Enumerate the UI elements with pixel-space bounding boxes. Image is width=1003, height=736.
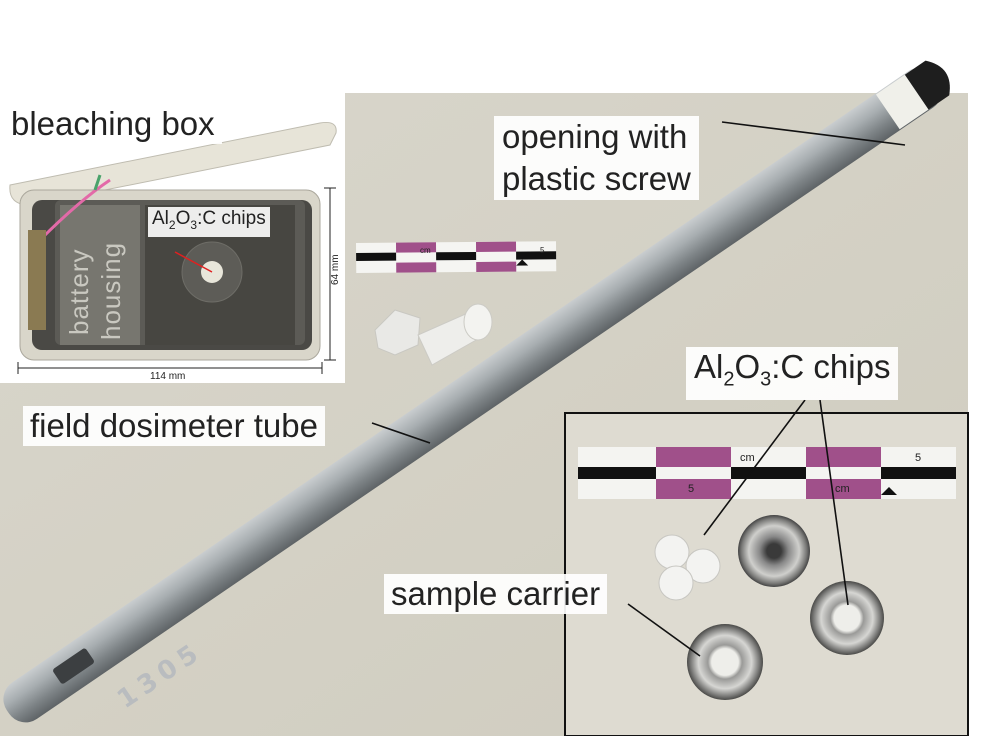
ruler-inset-mark-cm: cm	[740, 452, 755, 464]
opening-line1: opening with	[502, 118, 688, 155]
chips-inset-prefix: Al	[694, 348, 724, 385]
ruler-inset-mark-5-top: 5	[915, 452, 922, 464]
label-bleaching-box: bleaching box	[4, 104, 222, 144]
leader-lines	[371, 121, 906, 657]
chips-box-prefix: Al	[152, 208, 169, 229]
chips-inset-sub2: 3	[760, 368, 772, 391]
height-dimension: 64 mm	[330, 254, 341, 285]
label-opening: opening with plastic screw	[494, 116, 699, 200]
ruler-inset-mark-5-bottom: 5	[688, 483, 695, 495]
ruler-inset	[578, 447, 956, 499]
label-chips-inset: Al2O3:C chips	[686, 347, 899, 400]
ruler-inset-mark-cm-bottom: cm	[835, 483, 850, 495]
sample-carriers	[687, 515, 884, 700]
chips-inset-mid: O	[734, 348, 761, 385]
ruler-small-mark-5: 5	[540, 246, 545, 255]
label-chips-box: Al2O3:C chips	[148, 207, 270, 237]
chips-box-sub2: 3	[190, 217, 198, 232]
field-dosimeter-tube	[3, 60, 950, 723]
chips-box-suffix: :C chips	[197, 208, 266, 229]
dimension-lines	[17, 187, 336, 374]
width-dimension: 114 mm	[150, 371, 186, 382]
al2o3-chips	[654, 534, 721, 601]
label-field-tube: field dosimeter tube	[23, 406, 325, 446]
plastic-screws	[374, 303, 493, 366]
label-sample-carrier: sample carrier	[384, 574, 608, 614]
chips-inset-sub1: 2	[723, 368, 735, 391]
label-housing: housing	[96, 241, 126, 340]
ruler-small	[356, 241, 557, 273]
chips-box-mid: O	[175, 208, 191, 229]
chips-box-sub1: 2	[168, 217, 176, 232]
ruler-small-mark-cm: cm	[420, 246, 431, 255]
opening-line2: plastic screw	[502, 160, 691, 197]
label-battery: battery	[64, 248, 94, 336]
chips-inset-suffix: :C chips	[771, 348, 891, 385]
